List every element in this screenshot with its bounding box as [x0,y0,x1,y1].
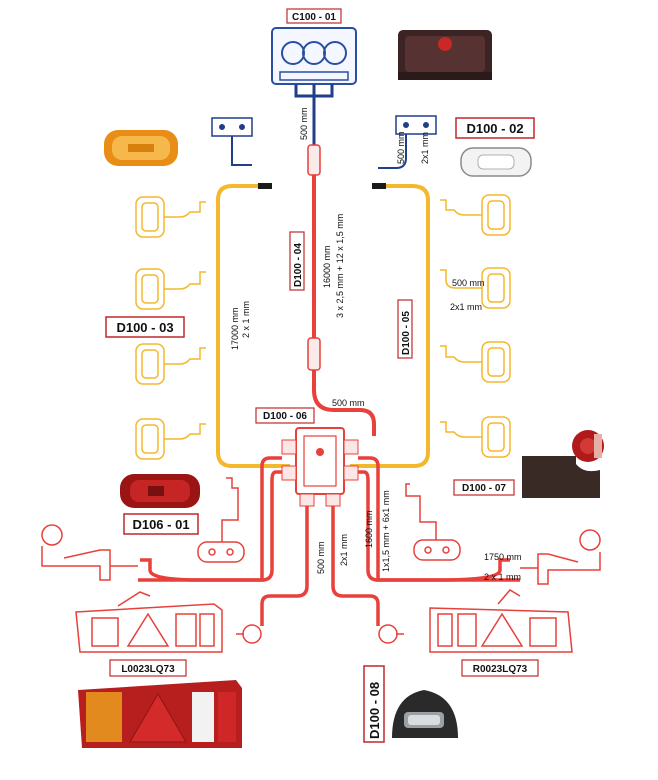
license-lamp-photo [392,690,458,738]
bottom-section: 2x1 mm [339,534,349,566]
c100-01-label-box: C100 - 01 [286,8,342,24]
d100-03-label-box: D100 - 03 [105,316,185,338]
top-left-bracket [211,117,253,166]
l0023-label: L0023LQ73 [121,664,175,675]
d100-04-label: D100 - 04 [293,243,304,287]
left-rear-lamp-outline [75,591,223,653]
right-cable-end [372,183,386,189]
license-plug-left [236,624,262,644]
d100-08-label-box: D100 - 08 [363,665,385,743]
right-side-markers [440,194,511,458]
red-marker-photo [120,474,200,508]
r0023-label-box: R0023LQ73 [461,659,539,677]
d100-05-label: D100 - 05 [401,311,412,355]
rear-lamp-photo [78,680,242,748]
left-marker-2 [135,268,206,310]
right-lamp-bracket [405,483,461,561]
yellow-left-cable [216,184,290,468]
right-marker-4 [440,416,511,458]
main-section: 3 x 2,5 mm + 12 x 1,5 mm [335,214,345,318]
red-cable-to-box [312,370,376,436]
yellow-right-cable [350,184,430,468]
top-right-bracket [378,115,437,169]
d100-07-label: D100 - 07 [462,483,506,494]
bottom-length: 500 mm [316,541,326,574]
left-lamp-bracket [197,477,245,563]
orange-marker-photo [104,130,178,166]
d100-02-label-box: D100 - 02 [455,117,535,139]
d100-05-label-box: D100 - 05 [397,299,413,359]
d100-07-label-box: D100 - 07 [453,479,515,496]
blue-wires-top [294,84,334,145]
right-section: 2 x 1 mm [484,572,521,582]
right-stalk-outline [520,529,601,585]
right-marker-3 [440,341,511,383]
left-side-markers [135,196,206,460]
right-marker-1 [440,194,511,236]
right-length: 1750 mm [484,552,522,562]
left-marker-3 [135,343,206,385]
r0023-label: R0023LQ73 [473,664,528,675]
d106-01-label-box: D106 - 01 [123,513,199,535]
d100-02-label: D100 - 02 [466,121,523,136]
mid-length: 500 mm [332,398,365,408]
left-section: 2 x 1 mm [241,301,251,338]
side-section: 2x1 mm [450,302,482,312]
right-top-length: 500 mm [396,131,406,164]
left-stalk-outline [41,524,138,581]
white-marker-photo [460,147,532,177]
left-length: 17000 mm [230,307,240,350]
c100-01-label: C100 - 01 [292,12,336,23]
junction-box-photo [398,30,492,80]
main-connector-mid [307,337,321,371]
right-top-section: 2x1 mm [420,132,430,164]
left-cable-end [258,183,272,189]
stalk-marker-photo [522,430,604,498]
d100-04-label-box: D100 - 04 [289,231,305,291]
len-500-top: 500 mm [299,107,309,140]
l0023-label-box: L0023LQ73 [109,659,187,677]
bottom-right-length: 1600 mm [364,510,374,548]
right-rear-lamp-outline [429,589,573,653]
d106-01-label: D106 - 01 [132,517,189,532]
c100-01-junction-box [271,27,357,85]
d100-08-label: D100 - 08 [367,682,382,739]
red-output-cables [138,456,520,626]
main-length: 16000 mm [322,245,332,288]
distribution-box [281,427,359,507]
main-connector-top [307,144,321,176]
left-marker-1 [135,196,206,238]
d100-06-label-box: D100 - 06 [255,407,315,424]
right-marker-2 [440,267,511,309]
side-length: 500 mm [452,278,485,288]
left-marker-4 [135,418,206,460]
license-plug-right [378,624,404,644]
d100-06-label: D100 - 06 [263,411,307,422]
bottom-right-section: 1x1,5 mm + 6x1 mm [381,490,391,572]
d100-03-label: D100 - 03 [116,320,173,335]
